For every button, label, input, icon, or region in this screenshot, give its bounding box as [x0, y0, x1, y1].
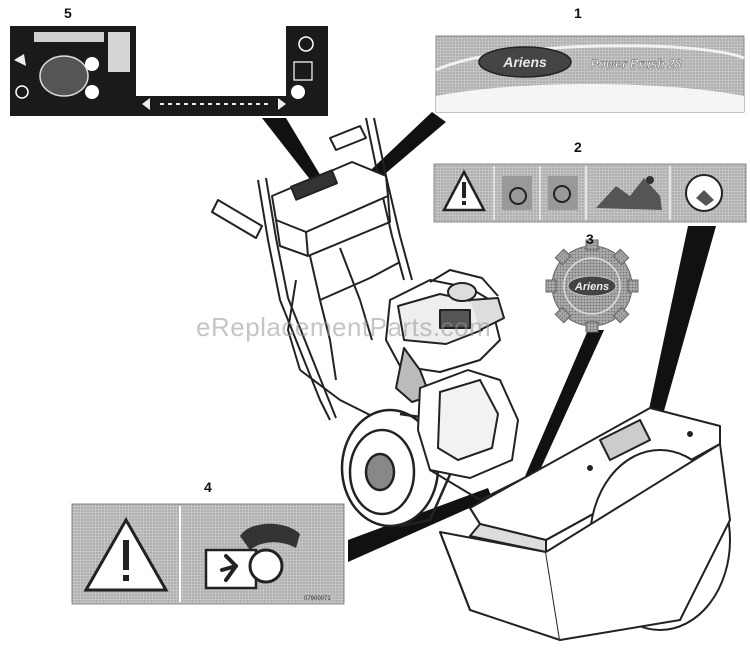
brush-housing	[439, 407, 731, 641]
callout-4: 4	[204, 479, 212, 495]
right-handle-grip	[329, 125, 367, 151]
decal-5-control-panel	[10, 26, 328, 116]
callout-5: 5	[64, 5, 72, 21]
hand-entanglement-icon	[204, 523, 300, 590]
hazard-pictogram-icons	[502, 176, 662, 210]
right-handle-arm	[365, 117, 405, 281]
decal-1-model: Power Brush 28	[591, 57, 682, 71]
left-handle-grip	[211, 199, 263, 239]
callout-2: 2	[574, 139, 582, 155]
leader-lines	[262, 112, 716, 562]
drive-housing	[416, 368, 541, 502]
decal-4-part-number: 07900071	[304, 596, 331, 602]
left-wheel	[340, 408, 454, 528]
decal-3-brand: Ariens	[574, 281, 609, 293]
callout-3: 3	[586, 231, 594, 247]
leader-decal-3	[520, 330, 604, 492]
decal-3-gear-badge: Ariens	[545, 239, 639, 333]
engine	[385, 269, 505, 403]
decal-2-warning-strip	[433, 163, 747, 223]
left-handle-arm	[257, 179, 331, 421]
leader-decal-2	[648, 226, 716, 418]
decal-1-brand-panel: Ariens Power Brush 28	[435, 35, 745, 113]
ariens-logo-oval	[478, 46, 572, 78]
leader-decal-4	[348, 488, 492, 562]
leader-decal-5	[262, 118, 322, 182]
watermark: eReplacementParts.com	[196, 312, 492, 342]
callout-1: 1	[574, 5, 582, 21]
leader-decal-1	[356, 112, 446, 190]
decal-1-brand: Ariens	[502, 54, 547, 70]
decal-4-hand-hazard: 07900071	[71, 503, 345, 605]
brush-machine	[211, 117, 421, 441]
